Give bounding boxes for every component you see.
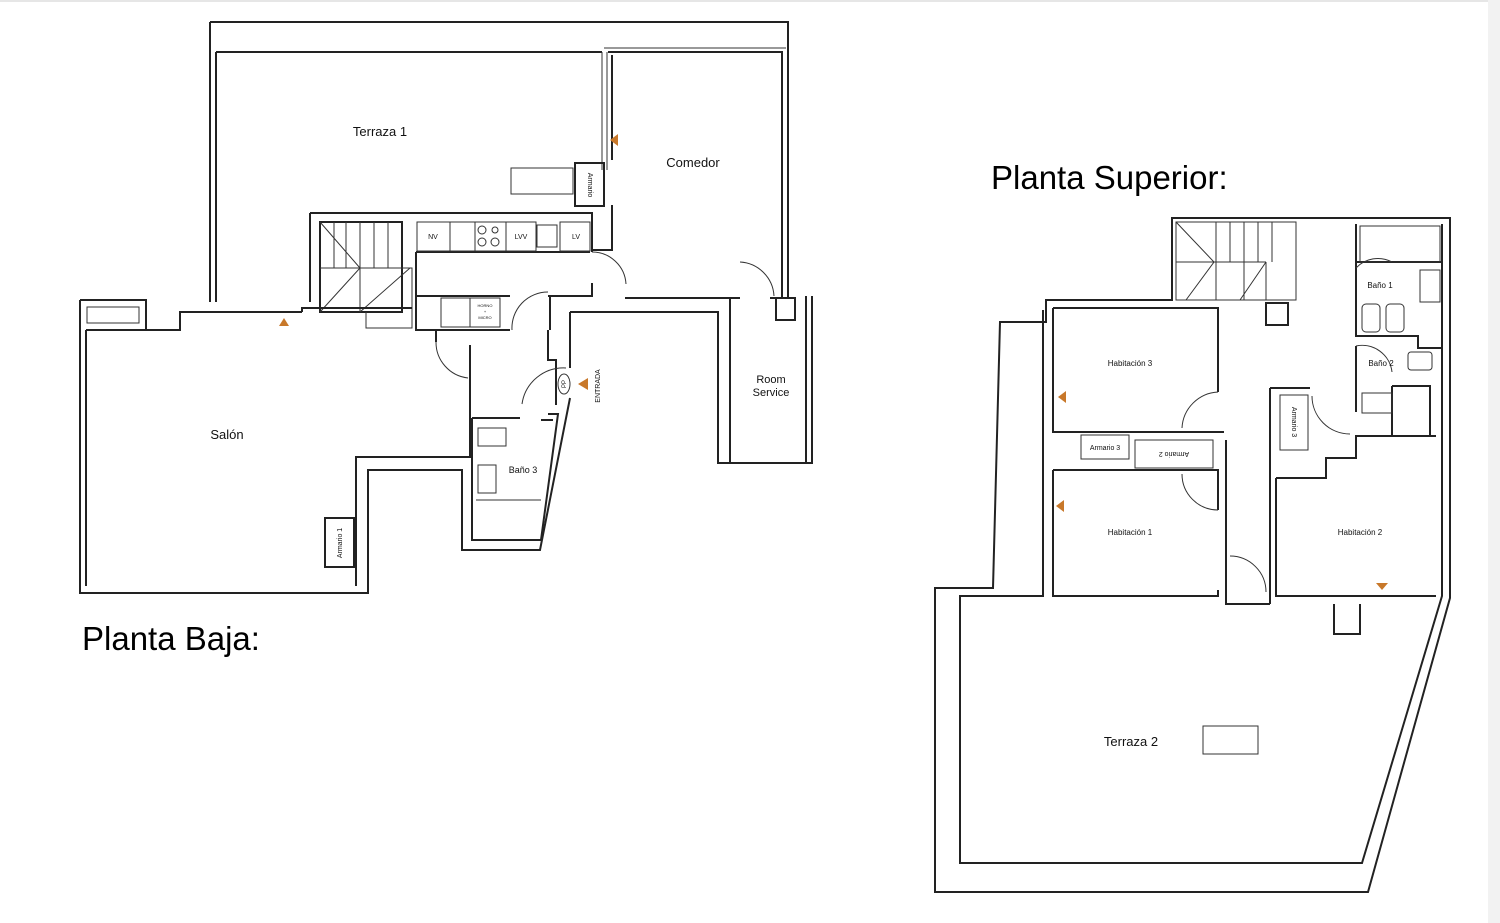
room-label-terraza2: Terraza 2 [1104,734,1158,749]
label-micro: MICRO [478,315,491,320]
hab2-walls [1269,387,1436,635]
label-armario3a: Armario 3 [1090,445,1120,452]
armario3a [1080,434,1130,460]
kitchen-counter [416,221,591,328]
orientation-arrow-icon [1058,391,1066,403]
room-label-hab2: Habitación 2 [1338,528,1383,537]
orientation-arrow-icon [1376,583,1388,590]
upper-floor-plan: Habitación 3 Habitación 1 Habitación 2 B… [934,217,1451,893]
orientation-arrow-icon [610,134,618,146]
ground-floor-plan: Terraza 1 Comedor Salón Room Service Bañ… [79,21,813,594]
orientation-arrow-icon [578,378,588,390]
room-label-room-service: Room [756,374,785,386]
hab1-walls [1052,440,1270,605]
label-pp: PP [562,380,568,388]
kitchen-walls [309,212,813,464]
stairs [319,221,413,329]
top-border [0,0,1500,2]
bano3-walls [471,413,560,541]
orientation-arrow-icon [1056,500,1064,512]
room-label-hab1: Habitación 1 [1108,528,1153,537]
heading-planta-superior: Planta Superior: [991,159,1228,196]
skylight [1202,725,1259,755]
label-armario3b: Armario 3 [1290,407,1297,437]
terraza1-walls [209,21,789,302]
room-label-room-service-2: Service [753,387,790,399]
heading-planta-baja: Planta Baja: [82,620,260,657]
orientation-arrow-icon [279,318,289,326]
label-horno: HORNO [478,303,493,308]
label-lv: LV [572,234,580,241]
label-horno-plus: + [484,309,487,314]
room-service-walls [729,296,807,463]
pp-marker [557,373,571,395]
armario3b [1279,394,1309,451]
label-armario-top: Armario [586,173,593,198]
room-label-hab3: Habitación 3 [1108,359,1153,368]
room-label-salon: Salón [210,427,243,442]
armario1 [324,517,355,568]
room-label-comedor: Comedor [666,155,720,170]
bano-walls [1355,224,1442,436]
upper-outer-walls [934,217,1451,893]
label-nv: NV [428,234,438,241]
label-armario1: Armario 1 [337,528,344,558]
scrollbar-track[interactable] [1488,0,1500,923]
room-label-terraza1: Terraza 1 [353,124,407,139]
hab3-walls [1052,307,1224,433]
comedor-walls [592,55,796,321]
upper-stairs [1175,221,1297,301]
label-armario2: Armario 2 [1159,450,1189,457]
salon-walls [79,299,571,594]
room-label-bano3: Baño 3 [509,465,538,475]
armario2 [1134,439,1214,469]
label-lvv: LVV [515,234,528,241]
label-entrada: ENTRADA [595,369,602,403]
room-label-bano2: Baño 2 [1368,359,1394,368]
armario-top [574,162,605,207]
room-label-bano1: Baño 1 [1367,281,1393,290]
